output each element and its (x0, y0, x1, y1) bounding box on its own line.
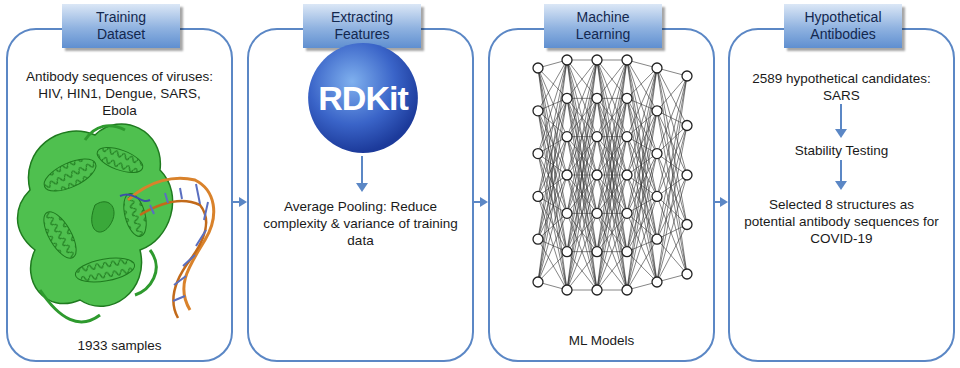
network-link (597, 252, 627, 290)
network-neuron (682, 220, 692, 230)
network-link (538, 213, 567, 239)
stage-text: Average Pooling: Reduce complexity & var… (263, 198, 458, 249)
flow-connector (715, 197, 728, 207)
network-link (597, 98, 627, 290)
network-neuron (652, 191, 662, 201)
network-link (567, 60, 597, 252)
network-neuron (533, 63, 543, 73)
network-neuron (622, 285, 632, 295)
network-link (538, 137, 567, 282)
network-link (597, 98, 627, 290)
network-link (657, 126, 687, 283)
stage-text: 1933 samples (20, 337, 219, 354)
logo-text: RDKit (318, 79, 407, 118)
protein-illustration (18, 124, 173, 322)
network-neuron (592, 285, 602, 295)
header-text: Hypothetical Antibodies (792, 9, 894, 43)
network-neuron (682, 170, 692, 180)
flow-connector (233, 197, 247, 207)
network-neuron (652, 149, 662, 159)
header-text: Extracting Features (311, 9, 413, 43)
network-link (657, 68, 687, 225)
network-link (657, 175, 687, 282)
header-text: Machine Learning (552, 9, 654, 43)
network-neuron (533, 191, 543, 201)
network-link (657, 126, 687, 197)
header-tab: Machine Learning (544, 4, 662, 48)
network-neuron (682, 71, 692, 81)
network-neuron (592, 132, 602, 142)
stage-text: 2589 hypothetical candidates: SARS (744, 70, 939, 104)
network-link (597, 60, 627, 252)
network-link (567, 60, 597, 252)
network-link (627, 111, 657, 175)
network-neuron (562, 285, 572, 295)
network-link (657, 76, 687, 239)
stage-panel: 2589 hypothetical candidates: SARS Stabil… (728, 28, 955, 362)
network-neuron (562, 132, 572, 142)
network-link (657, 68, 687, 274)
network-link (538, 213, 567, 282)
network-link (657, 239, 687, 274)
network-link (627, 68, 657, 213)
network-neuron (562, 247, 572, 257)
network-link (627, 213, 657, 239)
network-neuron (592, 247, 602, 257)
stage-panel: Average Pooling: Reduce complexity & var… (247, 28, 474, 362)
network-neuron (533, 277, 543, 287)
header-text: Training Dataset (70, 9, 172, 43)
network-neuron (533, 234, 543, 244)
network-neuron (652, 63, 662, 73)
network-neuron (562, 55, 572, 65)
network-link (657, 196, 687, 224)
network-neuron (622, 93, 632, 103)
network-neuron (622, 247, 632, 257)
network-neuron (652, 277, 662, 287)
network-neuron (622, 55, 632, 65)
network-neuron (682, 269, 692, 279)
header-tab: Hypothetical Antibodies (784, 4, 902, 48)
header-tab: Extracting Features (303, 4, 421, 48)
network-neuron (592, 170, 602, 180)
logo-circle: RDKit (307, 42, 419, 154)
stage-text: ML Models (502, 332, 701, 349)
neural-network (533, 55, 692, 295)
network-link (597, 175, 627, 290)
network-neuron (622, 132, 632, 142)
network-neuron (622, 170, 632, 180)
network-neuron (652, 106, 662, 116)
flow-connector (474, 197, 488, 207)
network-neuron (562, 208, 572, 218)
network-neuron (592, 208, 602, 218)
network-neuron (592, 93, 602, 103)
network-link (597, 60, 627, 252)
stage-text: Selected 8 structures as potential antib… (744, 196, 939, 247)
network-link (657, 76, 687, 282)
stage-panel: ML ModelsMachine Learning (488, 28, 715, 362)
dna-illustration (120, 178, 214, 318)
network-link (567, 98, 597, 290)
network-link (567, 98, 597, 290)
network-neuron (562, 93, 572, 103)
network-neuron (562, 170, 572, 180)
stage-panel: Antibody sequences of viruses: HIV, HIN1… (6, 28, 233, 362)
network-link (538, 252, 567, 282)
network-link (567, 252, 597, 290)
network-link (538, 175, 567, 282)
stage-text: Antibody sequences of viruses: HIV, HIN1… (20, 68, 219, 119)
network-neuron (622, 208, 632, 218)
network-neuron (533, 106, 543, 116)
network-link (657, 196, 687, 274)
network-neuron (682, 121, 692, 131)
stage-text: Stability Testing (744, 142, 939, 159)
network-neuron (652, 234, 662, 244)
network-link (567, 175, 597, 290)
network-neuron (592, 55, 602, 65)
network-neuron (533, 149, 543, 159)
header-tab: Training Dataset (62, 4, 180, 48)
